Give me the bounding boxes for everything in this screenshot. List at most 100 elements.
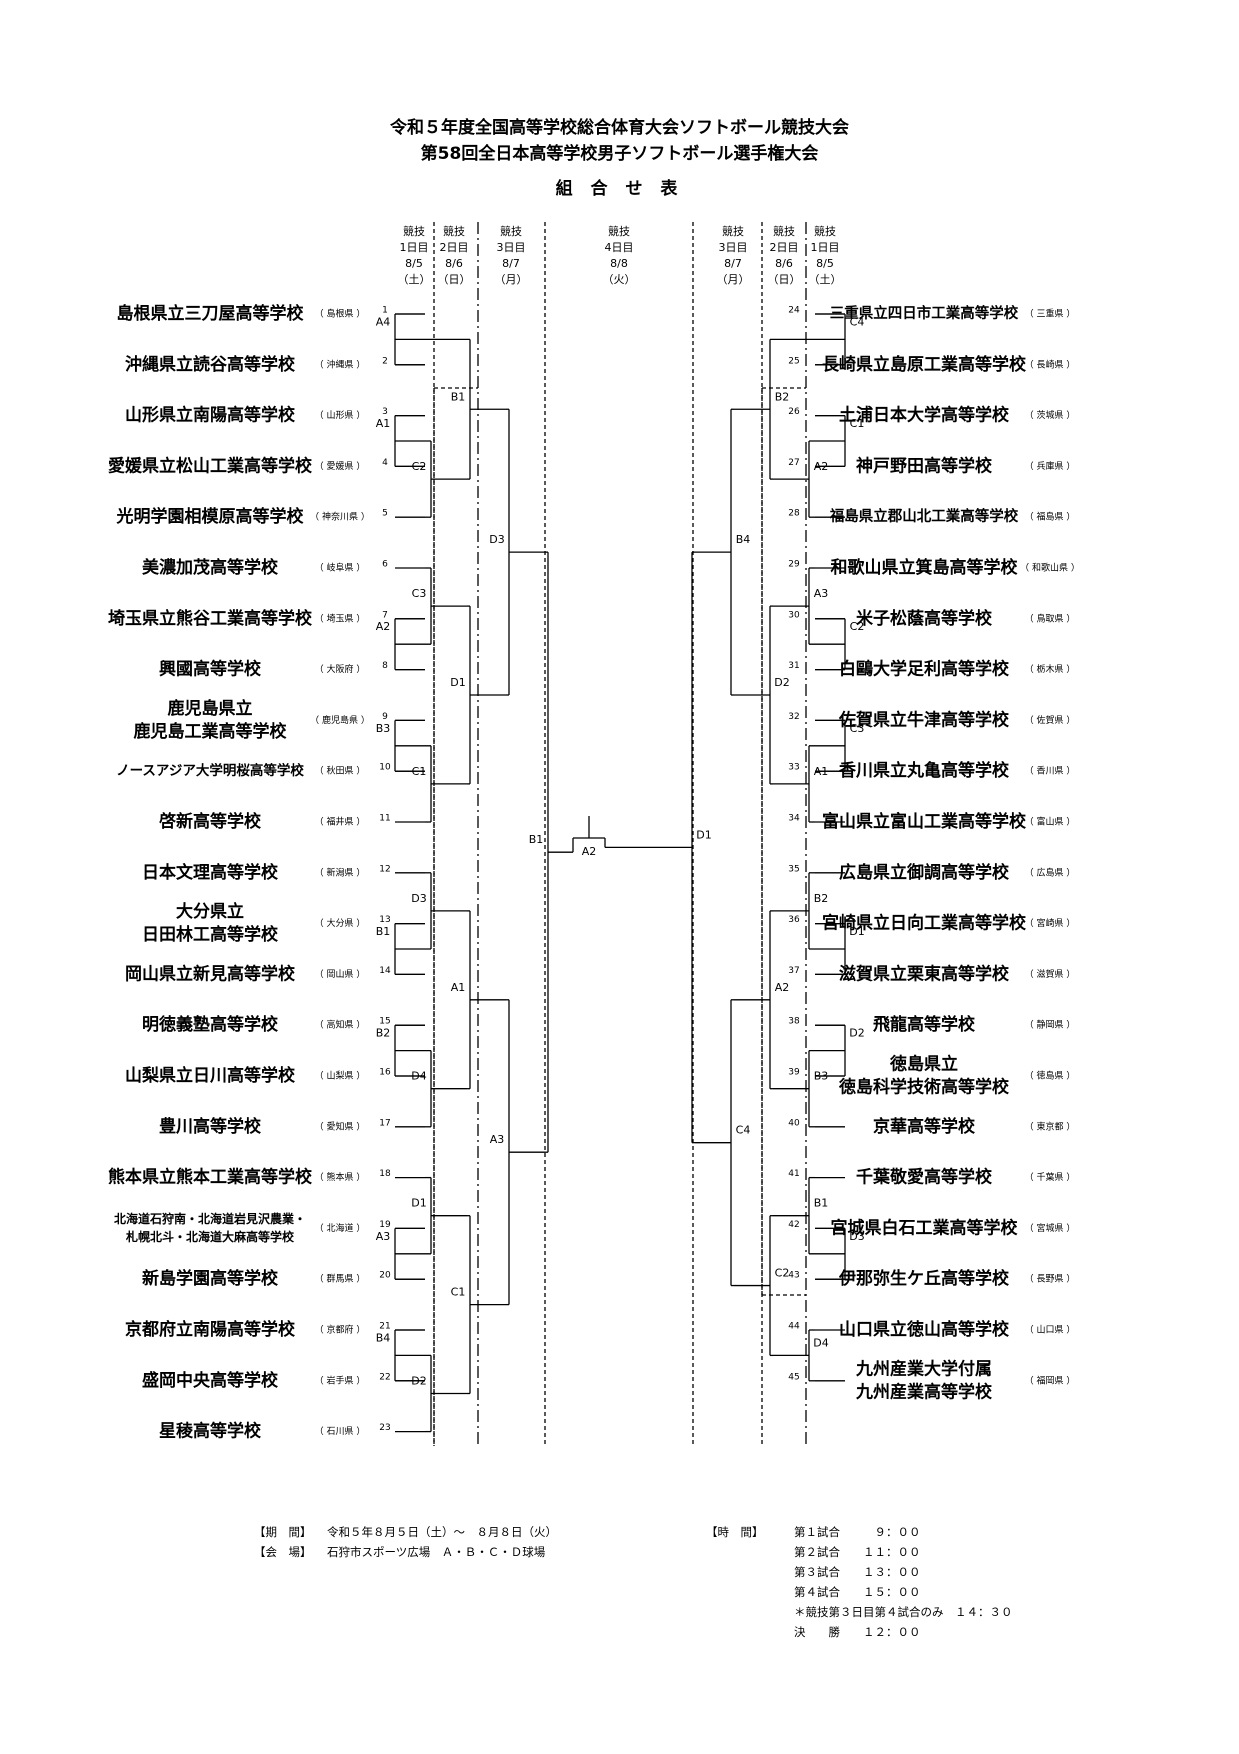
day-header-text: 競技 bbox=[773, 224, 795, 238]
team-name: 埼玉県立熊谷工業高等学校 bbox=[108, 608, 313, 629]
team-name: 徳島科学技術高等学校 bbox=[838, 1077, 1010, 1098]
day-header-text: 8/6 bbox=[445, 257, 463, 270]
day-header-text: 競技 bbox=[608, 224, 630, 238]
team-number: 26 bbox=[788, 407, 800, 417]
team-name: 土浦日本大学高等学校 bbox=[839, 405, 1010, 426]
game-label: D1 bbox=[411, 1197, 426, 1210]
team-prefecture: （ 大阪府 ） bbox=[315, 663, 366, 675]
team-number: 21 bbox=[379, 1322, 390, 1332]
time-label: 【時 間】 bbox=[706, 1525, 764, 1539]
team-prefecture: （ 大分県 ） bbox=[315, 917, 366, 929]
team-number: 36 bbox=[788, 915, 800, 925]
team-number: 2 bbox=[382, 356, 388, 366]
team-prefecture: （ 東京都 ） bbox=[1025, 1120, 1076, 1132]
team-name: 啓新高等学校 bbox=[159, 811, 262, 832]
team-prefecture: （ 沖縄県 ） bbox=[315, 358, 366, 370]
team-prefecture: （ 愛媛県 ） bbox=[315, 460, 366, 472]
team-number: 28 bbox=[788, 509, 800, 519]
period-value: 令和５年８月５日（土）～ ８月８日（火） bbox=[327, 1525, 557, 1539]
team-prefecture: （ 福島県 ） bbox=[1025, 511, 1076, 523]
team-number: 40 bbox=[788, 1118, 800, 1128]
team-name: 大分県立 bbox=[176, 901, 244, 922]
time-entry: 第２試合 １１：００ bbox=[794, 1545, 921, 1559]
game-label: A1 bbox=[376, 417, 391, 430]
team-name: 美濃加茂高等学校 bbox=[142, 557, 279, 578]
team-name: 興國高等学校 bbox=[159, 659, 262, 680]
team-number: 31 bbox=[788, 661, 799, 671]
team-name: 米子松蔭高等学校 bbox=[856, 608, 993, 629]
game-label: D3 bbox=[849, 1230, 864, 1243]
team-number: 43 bbox=[788, 1271, 799, 1281]
team-prefecture: （ 岡山県 ） bbox=[315, 969, 366, 980]
day-header-text: （月） bbox=[495, 273, 528, 286]
team-name: 伊那弥生ケ丘高等学校 bbox=[838, 1268, 1010, 1289]
team-name: 徳島県立 bbox=[889, 1054, 958, 1075]
team-number: 25 bbox=[788, 356, 799, 366]
time-entry: 第４試合 １５：００ bbox=[794, 1585, 921, 1599]
team-number: 6 bbox=[382, 560, 388, 570]
team-prefecture: （ 新潟県 ） bbox=[315, 866, 366, 878]
day-header-text: （日） bbox=[438, 273, 471, 286]
game-label: C4 bbox=[850, 315, 865, 328]
team-prefecture: （ 福岡県 ） bbox=[1025, 1374, 1076, 1386]
team-prefecture: （ 岐阜県 ） bbox=[315, 562, 366, 574]
venue-value: 石狩市スポーツ広場 Ａ・Ｂ・Ｃ・Ｄ球場 bbox=[327, 1545, 546, 1559]
game-label: C2 bbox=[412, 460, 427, 473]
day-header-text: 2日目 bbox=[440, 241, 469, 254]
team-name: 山口県立徳山高等学校 bbox=[839, 1319, 1010, 1340]
final-time: 決 勝 １２：００ bbox=[794, 1625, 921, 1639]
team-prefecture: （ 埼玉県 ） bbox=[315, 612, 366, 624]
team-name: 日本文理高等学校 bbox=[142, 862, 279, 883]
team-prefecture: （ 静岡県 ） bbox=[1025, 1019, 1076, 1031]
game-label: B3 bbox=[376, 722, 391, 735]
game-label: A3 bbox=[490, 1133, 505, 1146]
game-label: C4 bbox=[736, 1124, 751, 1137]
game-label: C1 bbox=[451, 1286, 466, 1299]
team-name: 山形県立南陽高等学校 bbox=[125, 405, 296, 426]
day-header-text: 8/8 bbox=[610, 257, 628, 270]
team-prefecture: （ 高知県 ） bbox=[315, 1019, 366, 1031]
day-header-text: 2日目 bbox=[770, 241, 799, 254]
team-name: 滋賀県立栗東高等学校 bbox=[839, 963, 1010, 984]
team-prefecture: （ 山口県 ） bbox=[1025, 1325, 1076, 1336]
team-number: 44 bbox=[788, 1322, 800, 1332]
period-label: 【期 間】 bbox=[254, 1525, 312, 1539]
game-label: B4 bbox=[376, 1331, 391, 1344]
day-header-text: 8/6 bbox=[775, 257, 793, 270]
team-number: 41 bbox=[788, 1169, 799, 1179]
game-label: B3 bbox=[814, 1070, 829, 1083]
team-prefecture: （ 長崎県 ） bbox=[1025, 358, 1076, 370]
team-prefecture: （ 三重県 ） bbox=[1025, 308, 1076, 320]
team-name: 宮崎県立日向工業高等学校 bbox=[822, 913, 1027, 934]
team-name: 三重県立四日市工業高等学校 bbox=[830, 304, 1019, 322]
day-header-text: （月） bbox=[717, 273, 750, 286]
team-prefecture: （ 島根県 ） bbox=[315, 308, 366, 320]
team-name: 札幌北斗・北海道大麻高等学校 bbox=[125, 1229, 295, 1244]
team-name: 豊川高等学校 bbox=[159, 1116, 262, 1137]
team-prefecture: （ 秋田県 ） bbox=[315, 765, 366, 777]
team-prefecture: （ 神奈川県 ） bbox=[310, 511, 370, 523]
game-label: A1 bbox=[814, 765, 829, 778]
game-label: B2 bbox=[775, 390, 790, 403]
team-prefecture: （ 岩手県 ） bbox=[315, 1374, 366, 1386]
game-label: C1 bbox=[850, 417, 865, 430]
team-name: 香川県立丸亀高等学校 bbox=[839, 760, 1010, 781]
day-header-text: 8/7 bbox=[502, 257, 520, 270]
team-number: 13 bbox=[379, 915, 390, 925]
team-number: 45 bbox=[788, 1372, 799, 1382]
team-number: 32 bbox=[788, 712, 799, 722]
game-label: B1 bbox=[451, 390, 466, 403]
team-name: 和歌山県立箕島高等学校 bbox=[831, 557, 1019, 578]
team-name: 愛媛県立松山工業高等学校 bbox=[108, 455, 313, 476]
team-prefecture: （ 茨城県 ） bbox=[1025, 409, 1076, 421]
game-label: A3 bbox=[376, 1230, 391, 1243]
game-label: B2 bbox=[376, 1027, 391, 1040]
game-label: B4 bbox=[736, 533, 751, 546]
team-name: 白鷗大学足利高等学校 bbox=[839, 659, 1010, 680]
team-number: 7 bbox=[382, 610, 388, 620]
game-label: D1 bbox=[696, 828, 711, 841]
game-label: D2 bbox=[411, 1375, 426, 1388]
team-number: 4 bbox=[382, 458, 388, 468]
game-label: C1 bbox=[412, 765, 427, 778]
team-name: 広島県立御調高等学校 bbox=[839, 862, 1010, 883]
